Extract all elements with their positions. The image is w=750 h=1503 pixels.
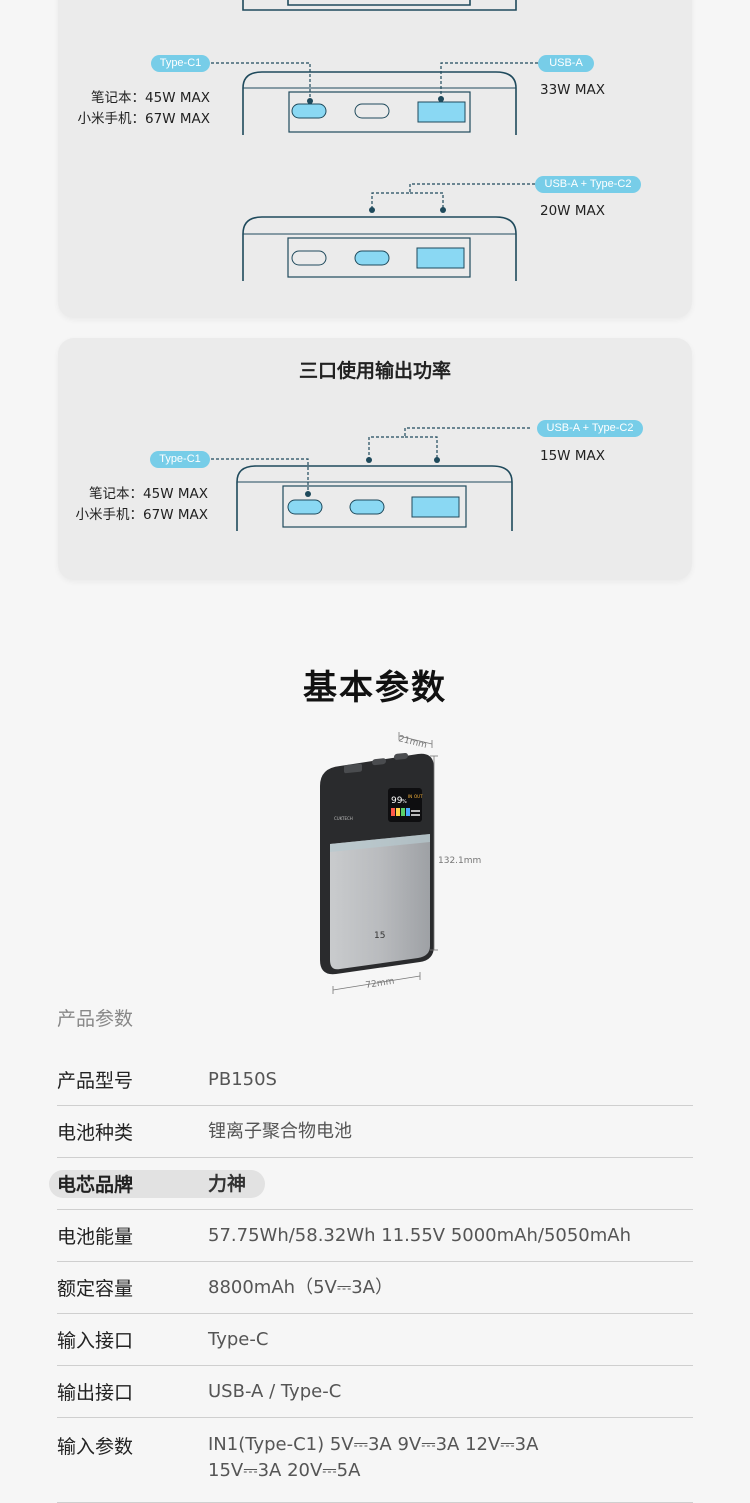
spec-key: 输入参数 — [57, 1436, 134, 1458]
usb-a-power-label: 33W MAX — [540, 82, 605, 98]
device-row-b — [242, 183, 535, 281]
phone-power-label: 小米手机：67W MAX — [77, 111, 210, 127]
usb-a-port — [416, 247, 465, 269]
spec-value: 力神 — [208, 1172, 247, 1195]
power-bank-illustration: 99 % IN OUT CUKTECH 15 21mm 132.1mm 72mm — [320, 732, 481, 994]
spec-key: 输出接口 — [57, 1382, 134, 1404]
spec-value: 锂离子聚合物电池 — [208, 1120, 352, 1142]
spec-key: 电芯品牌 — [57, 1174, 134, 1196]
combo-power-label: 20W MAX — [540, 203, 605, 219]
usb-a-type-c2-pill: USB-A + Type-C2 — [535, 176, 641, 193]
usb-a-type-c2-pill: USB-A + Type-C2 — [537, 420, 643, 437]
spec-row-output-port: 输出接口 USB-A / Type-C — [57, 1366, 693, 1418]
svg-text:OUT: OUT — [414, 794, 423, 799]
spec-row-rated-capacity: 额定容量 8800mAh（5V⎓3A） — [57, 1262, 693, 1314]
spec-key: 产品型号 — [57, 1070, 134, 1092]
spec-row-energy: 电池能量 57.75Wh/58.32Wh 11.55V 5000mAh/5050… — [57, 1210, 693, 1262]
spec-key: 输入接口 — [57, 1330, 134, 1352]
spec-value-line: 15V⎓3A 20V⎓5A — [208, 1460, 361, 1481]
type-c2-port — [354, 103, 390, 119]
laptop-power-label: 笔记本：45W MAX — [89, 486, 208, 502]
spec-key: 电池种类 — [57, 1122, 134, 1144]
three-port-title: 三口使用输出功率 — [298, 360, 451, 382]
laptop-power-label: 笔记本：45W MAX — [91, 90, 210, 106]
spec-value: Type-C — [208, 1328, 269, 1350]
height-dimension: 132.1mm — [438, 856, 481, 866]
width-dimension: 72mm — [365, 977, 395, 991]
spec-key: 电池能量 — [57, 1226, 134, 1248]
spec-table: 产品型号 PB150S 电池种类 锂离子聚合物电池 电芯品牌 力神 电池能量 5… — [49, 1054, 693, 1503]
type-c2-port — [354, 250, 390, 266]
spec-row-cell-brand: 电芯品牌 力神 — [49, 1158, 693, 1210]
spec-value: USB-A / Type-C — [208, 1380, 342, 1402]
three-port-diagram-overlay — [211, 427, 530, 531]
spec-value: 8800mAh（5V⎓3A） — [208, 1276, 393, 1298]
depth-dimension: 21mm — [397, 734, 428, 751]
spec-row-battery-type: 电池种类 锂离子聚合物电池 — [57, 1106, 693, 1158]
model-badge: 15 — [374, 931, 385, 941]
spec-value: 57.75Wh/58.32Wh 11.55V 5000mAh/5050mAh — [208, 1224, 632, 1246]
usb-a-port — [417, 101, 466, 123]
device-row-a — [211, 62, 538, 135]
highlight-background — [49, 1170, 265, 1198]
brand-logo: CUKTECH — [334, 816, 353, 821]
spec-value: IN1(Type-C1) 5V⎓3A 9V⎓3A 12V⎓3A 15V⎓3A 2… — [208, 1418, 538, 1484]
phone-power-label: 小米手机：67W MAX — [75, 507, 208, 523]
type-c1-pill: Type-C1 — [150, 451, 210, 468]
type-c1-port — [291, 103, 327, 119]
svg-text:%: % — [402, 799, 407, 805]
usb-a-pill: USB-A — [538, 55, 594, 72]
spec-value: PB150S — [208, 1068, 277, 1090]
combo-power-label: 15W MAX — [540, 448, 605, 464]
spec-key: 额定容量 — [57, 1278, 134, 1300]
spec-value-line: IN1(Type-C1) 5V⎓3A 9V⎓3A 12V⎓3A — [208, 1434, 539, 1455]
device-remnant — [242, 0, 517, 11]
svg-text:IN: IN — [408, 794, 412, 799]
spec-caption: 产品参数 — [57, 1008, 134, 1030]
screen-percent: 99 — [391, 796, 403, 806]
spec-row-model: 产品型号 PB150S — [57, 1054, 693, 1106]
type-c1-pill: Type-C1 — [151, 55, 210, 72]
basic-params-title: 基本参数 — [303, 668, 447, 708]
spec-row-input-params: 输入参数 IN1(Type-C1) 5V⎓3A 9V⎓3A 12V⎓3A 15V… — [57, 1418, 693, 1503]
spec-row-input-port: 输入接口 Type-C — [57, 1314, 693, 1366]
type-c1-port — [291, 250, 327, 266]
